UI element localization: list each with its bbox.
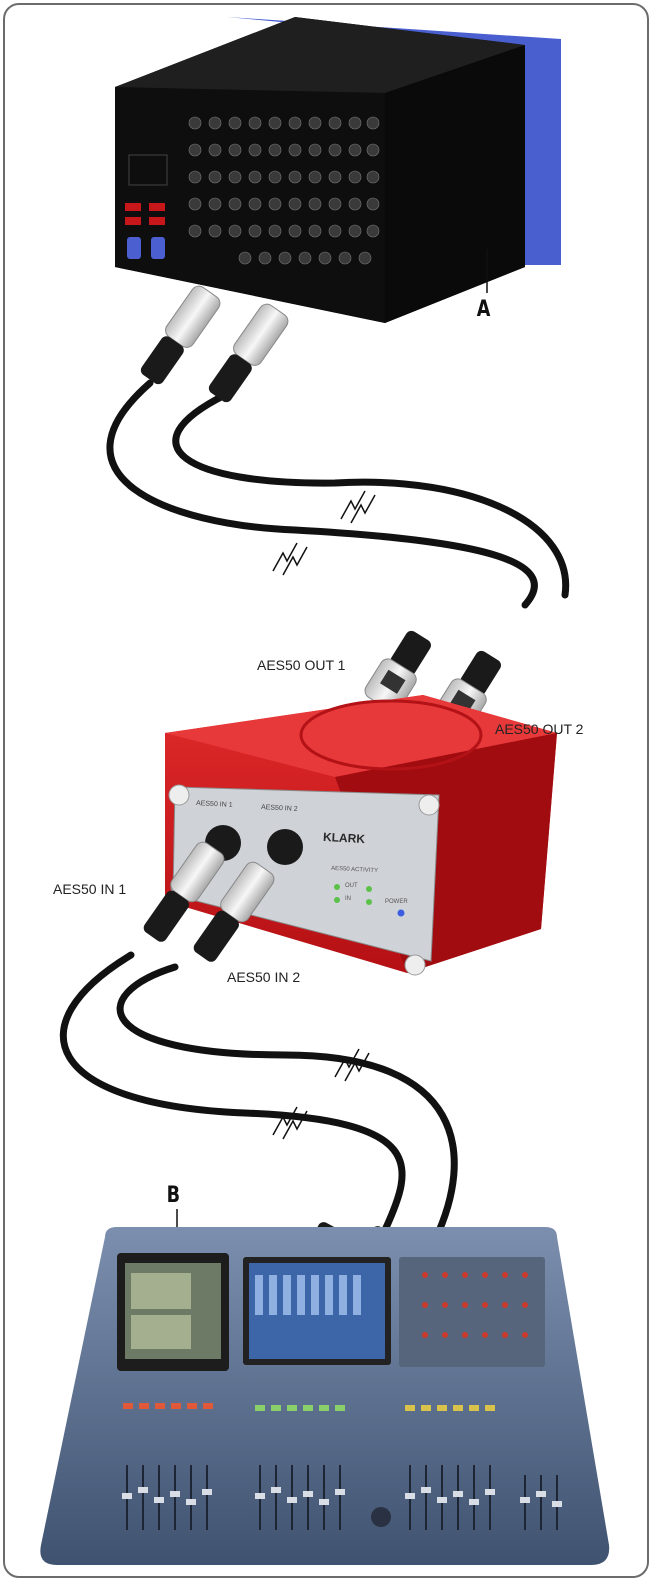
- panel-power-label: POWER: [385, 899, 408, 905]
- cable-stagebox-to-interface: [106, 379, 570, 609]
- xlr-connector-icon: [140, 285, 289, 403]
- rack-stagebox-icon: [115, 17, 561, 323]
- aes50-in-1-label: AES50 IN 1: [53, 881, 127, 897]
- aes50-out-1-label: AES50 OUT 1: [257, 657, 346, 673]
- device-a-label: A: [476, 297, 491, 322]
- xlr-connector-icon: [143, 841, 275, 962]
- panel-in-label: IN: [345, 896, 351, 902]
- cable-break-icon: [272, 1048, 370, 1140]
- network-interface-box-icon: [165, 695, 557, 976]
- diagram-frame: AES50 IN 1 AES50 IN 2 KLARK AES50 ACTIVI…: [3, 3, 649, 1578]
- device-b-label: B: [166, 1183, 181, 1208]
- mixing-console-icon: [40, 1227, 610, 1565]
- cable-interface-to-console: [59, 951, 458, 1244]
- aes50-in-2-label: AES50 IN 2: [227, 969, 301, 985]
- connection-diagram: [40, 17, 610, 1565]
- aes50-out-2-label: AES50 OUT 2: [495, 721, 584, 737]
- panel-brand-logo: KLARK: [322, 829, 366, 847]
- panel-out-label: OUT: [345, 883, 358, 889]
- cable-break-icon: [272, 490, 376, 576]
